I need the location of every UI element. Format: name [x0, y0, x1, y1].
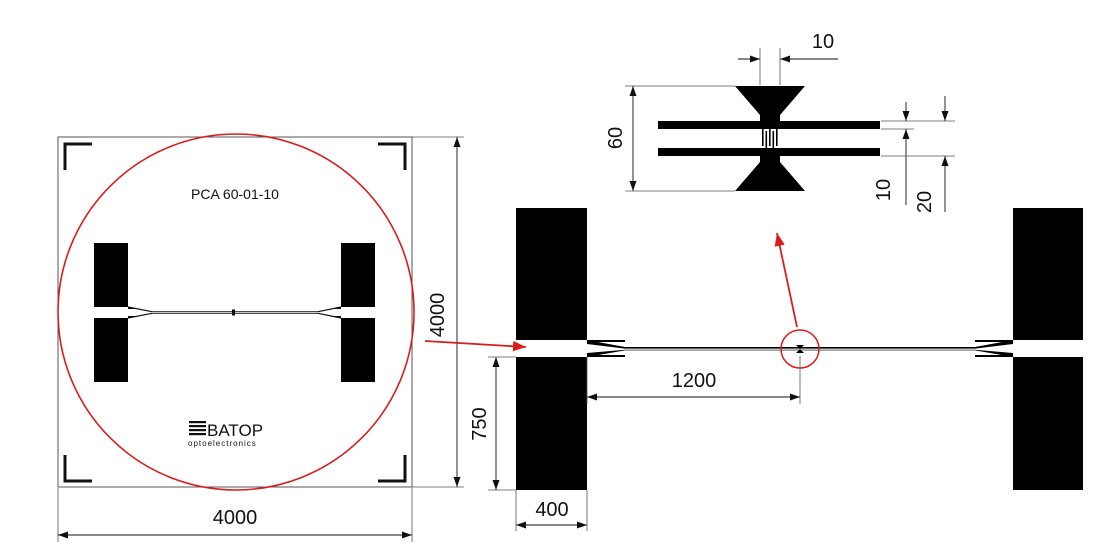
pad-bottom-left — [516, 357, 587, 490]
bowtie-height-label: 60 — [605, 127, 627, 149]
corner-mark-bottom-left — [63, 455, 92, 483]
corner-mark-bottom-right — [378, 455, 407, 483]
logo-name: BATOP — [207, 421, 263, 440]
chip-width-dimension: 4000 — [57, 488, 413, 542]
line-width-dimension: 10 — [873, 102, 914, 205]
pad-height-dimension: 750 — [469, 356, 516, 491]
chip-pad-bottom-right — [341, 318, 375, 382]
chip-pad-top-right — [341, 243, 375, 307]
chip-antenna-gap — [232, 309, 235, 316]
bowtie-bottom — [735, 162, 805, 191]
corner-mark-top-right — [378, 142, 407, 170]
gap-fingers — [762, 129, 778, 148]
zoom-arrow-gap — [774, 232, 798, 328]
bowtie-top — [735, 86, 805, 115]
corner-mark-top-left — [63, 142, 92, 170]
line-spacing-dimension: 20 — [881, 96, 955, 213]
gap-distance-dimension: 1200 — [586, 356, 801, 404]
antenna-gap — [796, 345, 804, 353]
pad-width-dimension: 400 — [515, 490, 588, 531]
pad-top-right — [1013, 208, 1083, 340]
chip-height-dimension: 4000 — [412, 136, 464, 488]
chip-width-label: 4000 — [213, 507, 258, 529]
pad-bottom-right — [1013, 357, 1083, 490]
line-spacing-label: 20 — [914, 191, 936, 213]
gap-width-dimension: 10 — [738, 31, 838, 85]
gap-width-label: 10 — [812, 31, 834, 53]
antenna-layout — [516, 208, 1083, 490]
line-width-label: 10 — [873, 179, 895, 201]
pad-height-label: 750 — [469, 407, 491, 440]
chip-pad-top-left — [94, 243, 128, 307]
chip-highlight-circle — [57, 133, 415, 491]
chip-overview: PCA 60-01-10 BATOP optoelectronics — [57, 133, 415, 491]
bowtie-height-dimension: 60 — [605, 85, 735, 192]
gap-distance-label: 1200 — [672, 370, 717, 392]
zoom-arrow-chip — [424, 340, 527, 352]
logo-subtitle: optoelectronics — [188, 439, 257, 448]
chip-pad-bottom-left — [94, 318, 128, 382]
chip-label: PCA 60-01-10 — [191, 186, 279, 202]
chip-height-label: 4000 — [427, 293, 449, 338]
gap-detail — [658, 86, 880, 191]
pad-width-label: 400 — [535, 499, 568, 521]
line-upper — [587, 340, 1013, 349]
batop-logo: BATOP optoelectronics — [188, 421, 263, 448]
pad-top-left — [516, 208, 587, 340]
